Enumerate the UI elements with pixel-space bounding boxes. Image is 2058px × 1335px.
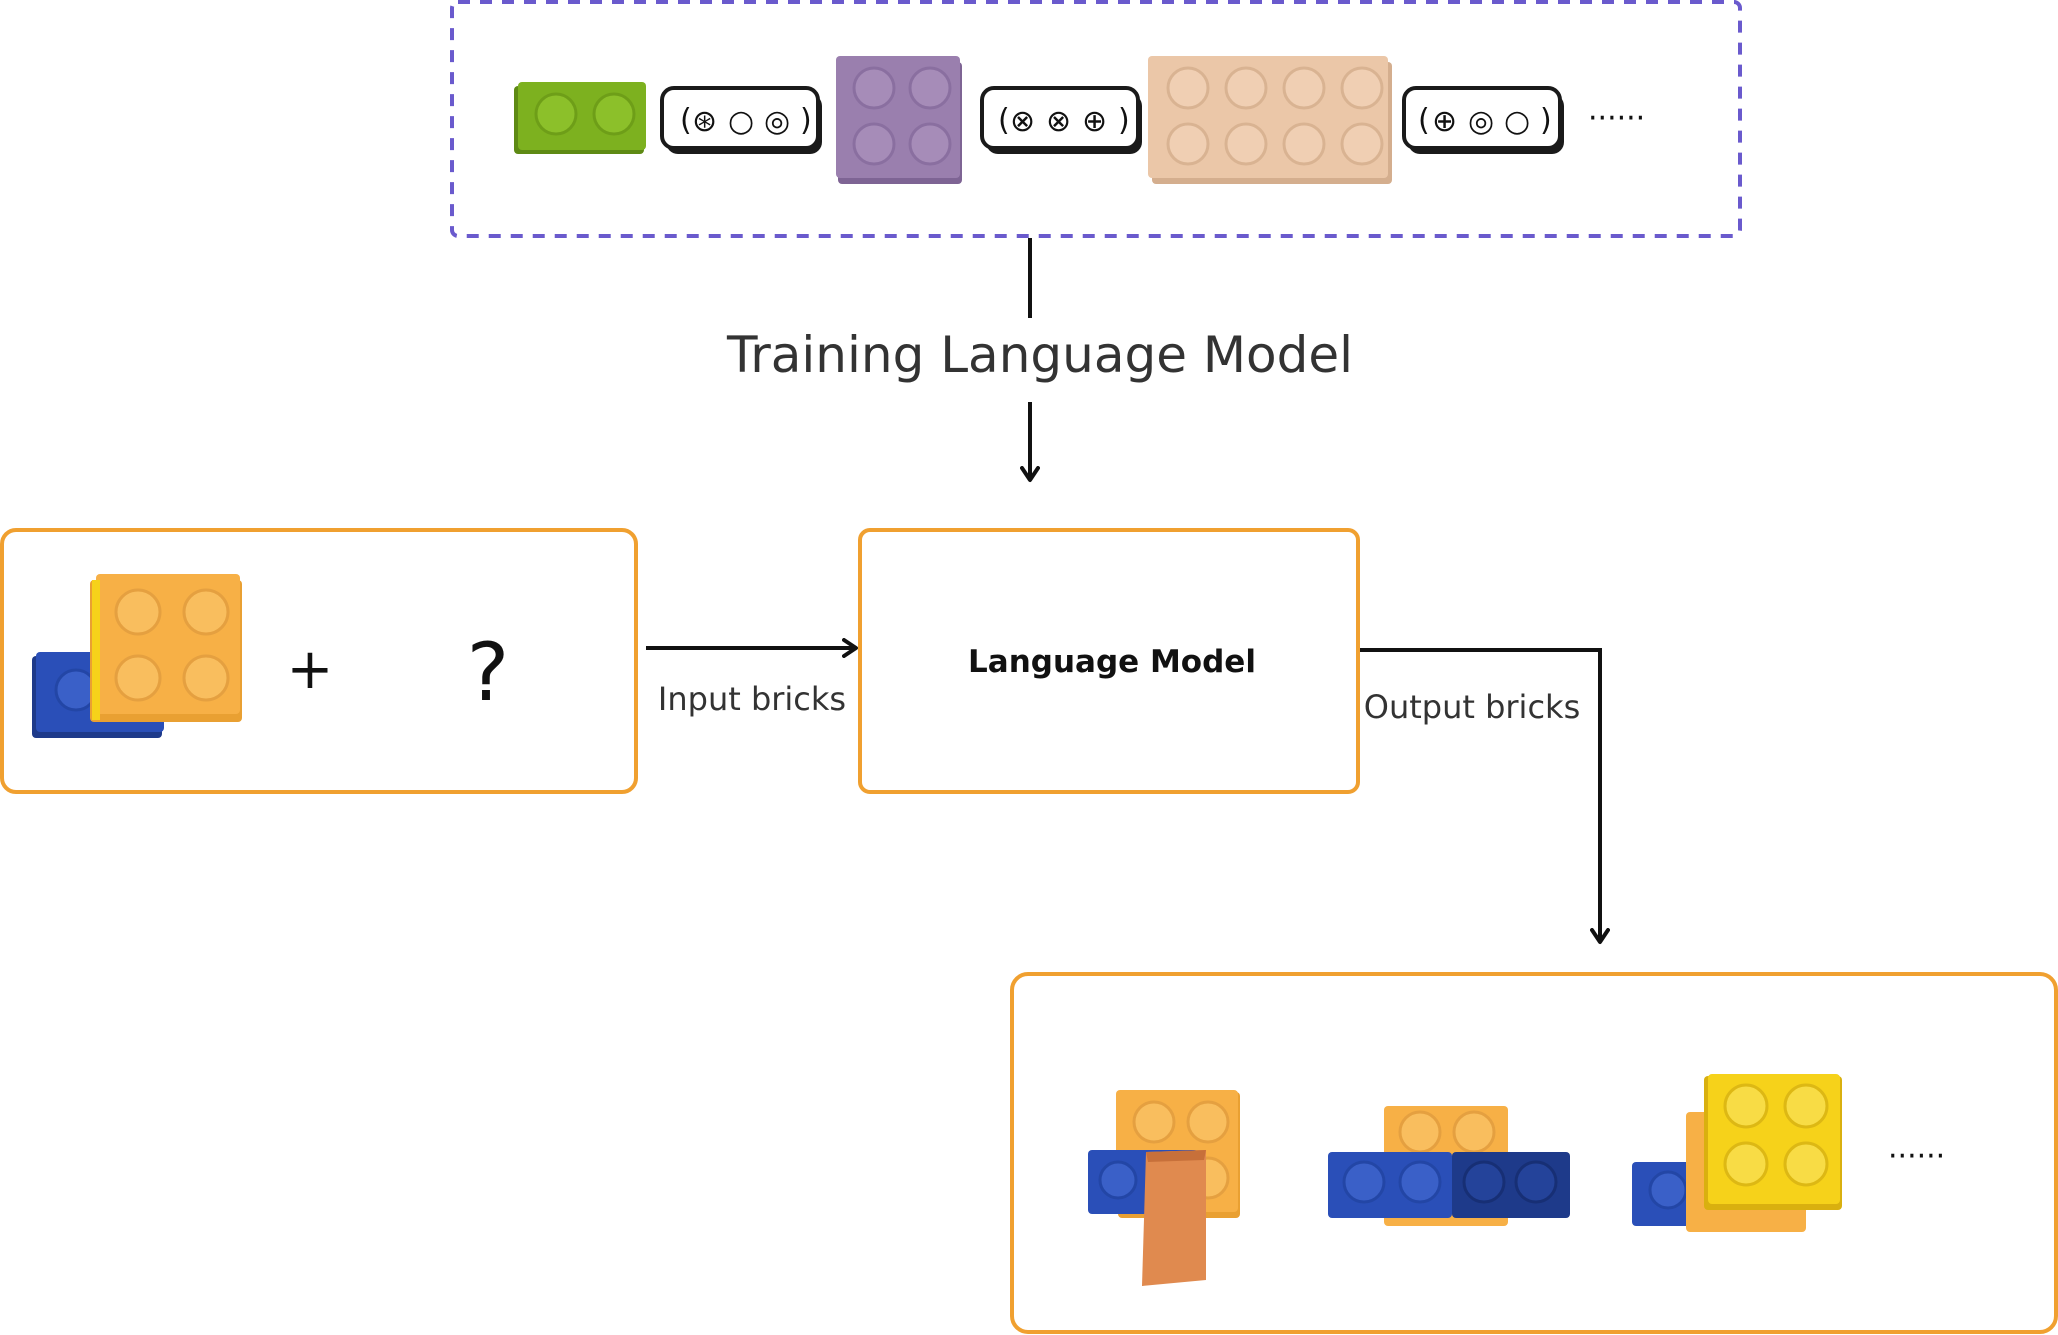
token-1-glyph-1: ⊛ — [692, 104, 717, 139]
token-1-glyph-2: ○ — [728, 104, 754, 139]
output-bricks-3 — [1632, 1074, 1842, 1232]
output-arrow — [1360, 648, 1610, 944]
training-data-panel — [450, 0, 1742, 238]
token-box-2: ( ⊗ ⊗ ⊕ ) — [980, 86, 1142, 154]
token-2-glyph-1: ⊗ — [1010, 104, 1035, 139]
token-box-3: ( ⊕ ◎ ○ ) — [1402, 86, 1564, 154]
language-model-label: Language Model — [968, 644, 1256, 680]
svg-text:): ) — [1118, 103, 1130, 138]
plus-sign: + — [287, 637, 334, 702]
svg-text:(: ( — [680, 103, 692, 138]
svg-text:(: ( — [1418, 103, 1430, 138]
svg-text:): ) — [1540, 103, 1552, 138]
token-box-1: ( ⊛ ○ ◎ ) — [660, 86, 822, 154]
input-label: Input bricks — [658, 680, 846, 718]
output-bricks-2 — [1328, 1106, 1570, 1226]
token-3-glyph-2: ◎ — [1468, 104, 1494, 139]
top-ellipsis: ······ — [1588, 101, 1645, 136]
token-2-glyph-3: ⊕ — [1082, 104, 1107, 139]
output-bricks-1 — [1088, 1090, 1240, 1286]
output-label: Output bricks — [1364, 688, 1580, 726]
input-bricks — [32, 574, 242, 738]
language-model-box — [858, 528, 1360, 794]
green-brick — [514, 82, 646, 154]
purple-brick — [836, 56, 962, 184]
peach-brick — [1148, 56, 1392, 184]
svg-text:(: ( — [998, 103, 1010, 138]
token-3-glyph-3: ○ — [1504, 104, 1530, 139]
token-2-glyph-2: ⊗ — [1046, 104, 1071, 139]
training-label: Training Language Model — [726, 326, 1353, 384]
svg-text:): ) — [800, 103, 812, 138]
question-mark: ? — [467, 626, 509, 719]
token-3-glyph-1: ⊕ — [1432, 104, 1457, 139]
token-1-glyph-3: ◎ — [764, 104, 790, 139]
output-ellipsis: ······ — [1888, 1139, 1945, 1174]
